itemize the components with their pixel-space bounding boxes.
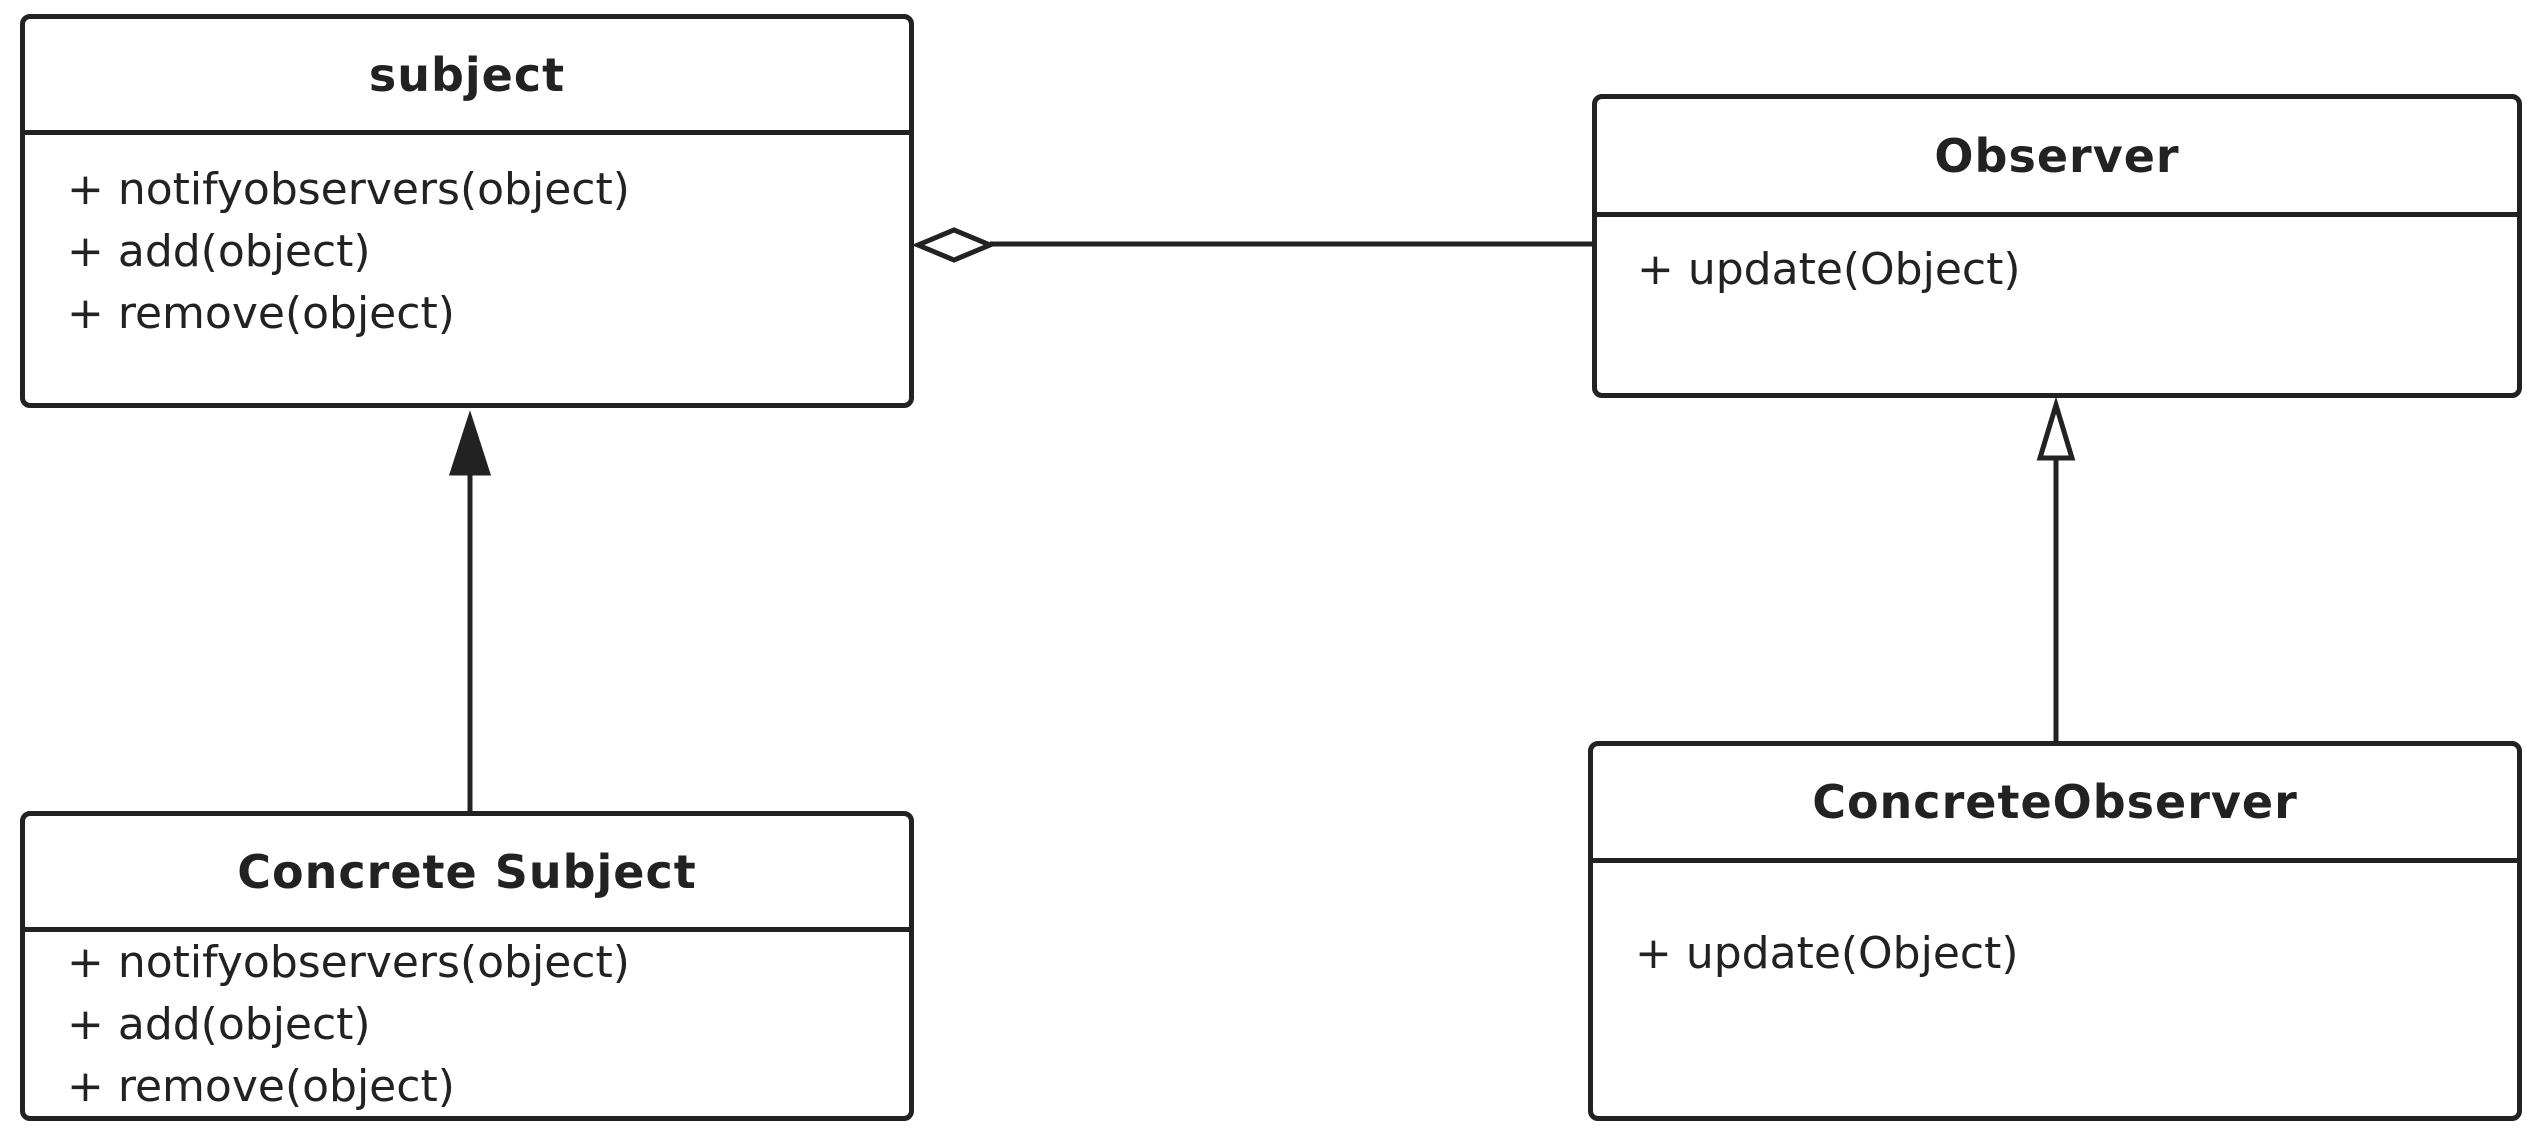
observer-generalization-connector <box>2036 396 2076 741</box>
method-item: + update(Object) <box>1637 244 2021 295</box>
class-methods-subject: + notifyobservers(object) + add(object) … <box>25 135 909 403</box>
method-item: + remove(object) <box>67 288 455 339</box>
method-item: + notifyobservers(object) <box>67 164 630 215</box>
class-methods-observer: + update(Object) <box>1597 217 2517 393</box>
method-item: + notifyobservers(object) <box>67 937 630 988</box>
aggregation-diamond <box>911 227 997 263</box>
subject-generalization-connector <box>448 410 492 811</box>
filled-arrowhead <box>448 410 492 476</box>
class-box-concrete-subject: Concrete Subject + notifyobservers(objec… <box>20 811 914 1121</box>
class-name-concrete-subject: Concrete Subject <box>25 816 909 932</box>
class-methods-concrete-observer: + update(Object) <box>1593 863 2517 1116</box>
class-name-subject: subject <box>25 19 909 135</box>
method-item: + remove(object) <box>67 1061 455 1112</box>
class-box-concrete-observer: ConcreteObserver + update(Object) <box>1588 741 2522 1121</box>
class-box-observer: Observer + update(Object) <box>1592 94 2522 398</box>
class-name-concrete-observer: ConcreteObserver <box>1593 746 2517 863</box>
class-methods-concrete-subject: + notifyobservers(object) + add(object) … <box>25 932 909 1118</box>
hollow-arrowhead <box>2036 396 2076 461</box>
method-item: + add(object) <box>67 226 371 277</box>
class-box-subject: subject + notifyobservers(object) + add(… <box>20 14 914 408</box>
method-item: + add(object) <box>67 999 371 1050</box>
method-item: + update(Object) <box>1635 928 2019 979</box>
aggregation-connector <box>911 227 1592 263</box>
class-name-observer: Observer <box>1597 99 2517 217</box>
